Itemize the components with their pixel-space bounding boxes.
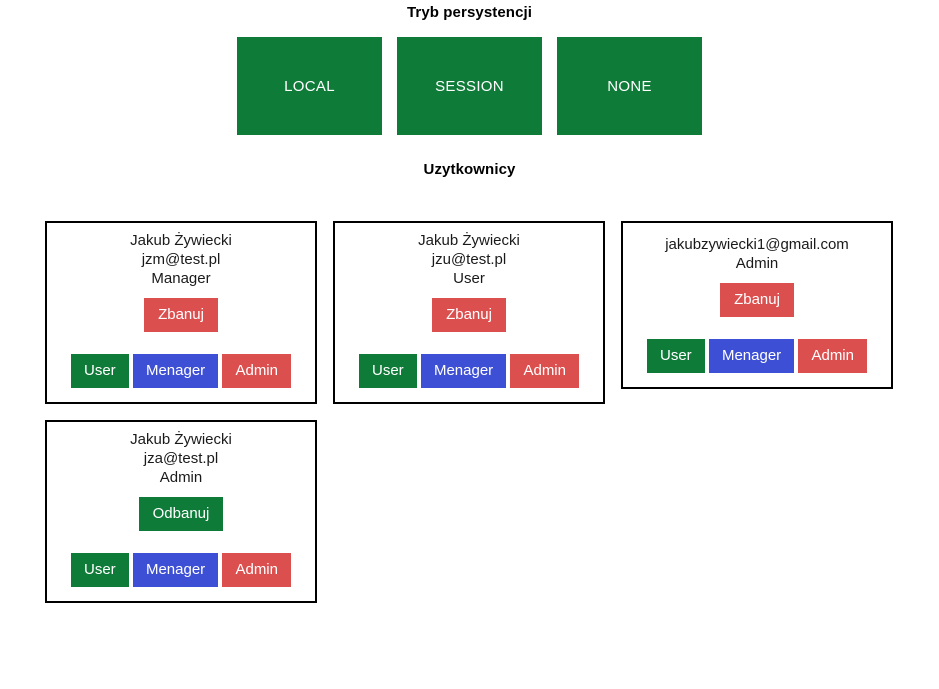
user-email: jza@test.pl: [143, 450, 219, 467]
ban-button-wrap: Zbanuj: [57, 298, 305, 332]
ban-toggle-button[interactable]: Zbanuj: [144, 298, 218, 332]
role-button-admin[interactable]: Admin: [798, 339, 867, 373]
users-section-title: Uzytkownicy: [423, 161, 516, 178]
user-name: Jakub Żywiecki: [418, 232, 520, 249]
role-button-menager[interactable]: Menager: [132, 553, 219, 587]
user-email: jzm@test.pl: [141, 251, 221, 268]
ban-button-wrap: Odbanuj: [57, 497, 305, 531]
user-email: jzu@test.pl: [431, 251, 507, 268]
ban-toggle-button[interactable]: Odbanuj: [138, 497, 224, 531]
persistence-mode-button-session[interactable]: SESSION: [397, 37, 542, 135]
role-button-admin[interactable]: Admin: [222, 553, 291, 587]
user-role: Manager: [151, 270, 211, 287]
user-role: Admin: [735, 255, 779, 272]
role-button-menager[interactable]: Menager: [132, 354, 219, 388]
persistence-mode-button-local[interactable]: LOCAL: [237, 37, 382, 135]
role-button-admin[interactable]: Admin: [222, 354, 291, 388]
ban-button-wrap: Zbanuj: [345, 298, 593, 332]
role-button-user[interactable]: User: [647, 339, 705, 373]
user-role: User: [453, 270, 485, 287]
user-name: Jakub Żywiecki: [130, 431, 232, 448]
user-email: jakubzywiecki1@gmail.com: [665, 236, 849, 253]
ban-toggle-button[interactable]: Zbanuj: [432, 298, 506, 332]
role-button-user[interactable]: User: [359, 354, 417, 388]
role-button-user[interactable]: User: [71, 354, 129, 388]
role-button-menager[interactable]: Menager: [420, 354, 507, 388]
ban-toggle-button[interactable]: Zbanuj: [720, 283, 794, 317]
persistence-mode-title: Tryb persystencji: [406, 4, 533, 21]
role-button-menager[interactable]: Menager: [708, 339, 795, 373]
user-role: Admin: [159, 469, 203, 486]
persistence-mode-button-none[interactable]: NONE: [557, 37, 702, 135]
role-button-user[interactable]: User: [71, 553, 129, 587]
ban-button-wrap: Zbanuj: [633, 283, 881, 317]
user-name: Jakub Żywiecki: [130, 232, 232, 249]
role-button-admin[interactable]: Admin: [510, 354, 579, 388]
